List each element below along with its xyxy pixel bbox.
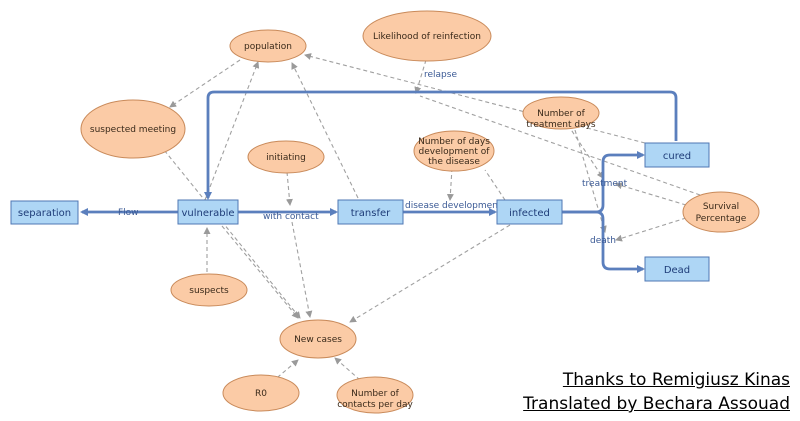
stock-label-separation: separation	[18, 208, 71, 219]
link-suspected-newcases	[159, 144, 301, 319]
link-treatment-days-death	[574, 129, 607, 233]
stock-vulnerable[interactable]: vulnerable	[177, 199, 239, 225]
flow-label-relapse: relapse	[424, 70, 457, 80]
aux-label-suspected-meeting: suspected meeting	[90, 125, 176, 135]
credits: Thanks to Remigiusz Kinas Translated by …	[523, 368, 790, 416]
flow-label-disease-development: disease development	[405, 201, 502, 211]
flow-label-death: death	[590, 236, 616, 246]
aux-label-contacts-1: Number of	[351, 389, 400, 399]
aux-label-treatment-1: Number of	[537, 109, 586, 119]
aux-label-population: population	[244, 42, 292, 52]
aux-initiating[interactable]: initiating	[247, 140, 325, 174]
link-days-devflow	[446, 167, 454, 201]
aux-label-initiating: initiating	[266, 153, 306, 163]
aux-label-days-1: Number of days	[418, 137, 490, 147]
link-r0-newcases	[271, 359, 299, 383]
aux-label-treatment-2: treatment days	[526, 120, 596, 130]
stock-label-dead: Dead	[664, 265, 690, 276]
flow-pipe-death	[562, 210, 645, 273]
aux-survival-percentage[interactable]: Survival Percentage	[682, 191, 760, 233]
stock-transfer[interactable]: transfer	[337, 199, 404, 225]
stock-label-cured: cured	[663, 151, 691, 162]
credits-translated: Translated by Bechara Assouad	[523, 394, 790, 414]
link-survival-population	[419, 95, 701, 196]
aux-population[interactable]: population	[229, 29, 307, 63]
link-vulnerable-population	[204, 61, 260, 201]
aux-label-suspects: suspects	[189, 286, 229, 296]
flow-pipe-relapse	[204, 90, 678, 200]
link-transfer-population	[291, 62, 359, 199]
link-population-suspected	[169, 59, 241, 108]
aux-likelihood-of-reinfection[interactable]: Likelihood of reinfection	[362, 10, 492, 62]
stock-label-vulnerable: vulnerable	[181, 208, 234, 219]
link-withcontact-newcases	[291, 221, 313, 318]
link-infected-newcases	[349, 224, 511, 323]
link-cured-population	[304, 53, 646, 144]
aux-suspects[interactable]: suspects	[170, 273, 248, 307]
link-treatment-days-treatment	[567, 124, 604, 179]
stock-cured[interactable]: cured	[644, 142, 710, 168]
aux-label-r0: R0	[255, 389, 267, 399]
aux-label-survival-2: Percentage	[696, 214, 747, 224]
stock-label-infected: infected	[509, 208, 550, 219]
link-infected-days	[484, 169, 506, 201]
flow-label-with-contact: with contact	[263, 212, 319, 222]
aux-contacts-per-day[interactable]: Number of contacts per day	[336, 376, 414, 414]
link-vulnerable-newcases	[221, 225, 299, 319]
aux-label-contacts-2: contacts per day	[337, 400, 413, 410]
link-survival-treatment	[615, 182, 687, 206]
aux-label-new-cases: New cases	[294, 335, 342, 345]
aux-label-days-2: development of	[419, 147, 491, 157]
credits-thanks: Thanks to Remigiusz Kinas	[562, 370, 790, 390]
aux-label-survival-1: Survival	[703, 202, 739, 212]
link-initiating-withcontact	[285, 171, 293, 206]
aux-treatment-days[interactable]: Number of treatment days	[522, 96, 600, 130]
info-links	[159, 53, 701, 383]
link-survival-death	[615, 217, 687, 242]
aux-label-likelihood: Likelihood of reinfection	[373, 32, 481, 42]
stock-label-transfer: transfer	[351, 208, 391, 219]
flow-label-treatment: treatment	[582, 179, 628, 189]
flow-label-flow: Flow	[118, 208, 139, 218]
aux-label-days-3: the disease	[428, 157, 480, 167]
aux-r0[interactable]: R0	[222, 374, 300, 412]
link-contacts-newcases	[334, 357, 361, 381]
stock-infected[interactable]: infected	[496, 199, 563, 225]
aux-new-cases[interactable]: New cases	[279, 319, 357, 359]
aux-suspected-meeting[interactable]: suspected meeting	[80, 99, 186, 159]
aux-days-development[interactable]: Number of days development of the diseas…	[413, 130, 495, 172]
flow-pipes	[80, 90, 678, 273]
stock-separation[interactable]: separation	[10, 200, 79, 225]
stock-dead[interactable]: Dead	[644, 256, 710, 282]
link-likelihood-relapse	[414, 59, 427, 94]
